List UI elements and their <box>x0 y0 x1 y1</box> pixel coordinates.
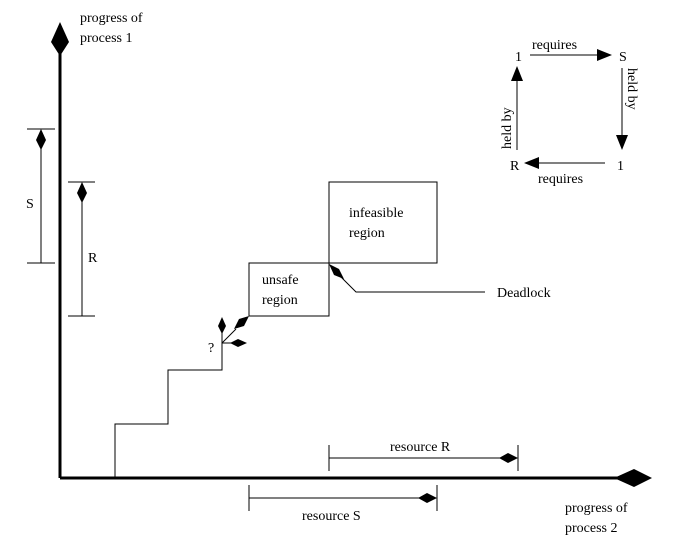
resource-s-label: resource S <box>302 509 361 524</box>
cycle-node-bottom-right: 1 <box>617 159 624 174</box>
cycle-edge-bottom-label: requires <box>538 172 583 187</box>
cycle-node-top-left: 1 <box>515 50 522 65</box>
x-axis-label-line1: progress of <box>565 501 628 516</box>
deadlock-label: Deadlock <box>497 286 551 301</box>
move-arrow-right <box>222 339 247 347</box>
cycle-edge-left-arrowhead <box>511 66 523 81</box>
y-axis-label-line1: progress of <box>80 11 143 26</box>
unsafe-region-box <box>248 262 330 317</box>
resource-s-span <box>248 485 438 511</box>
infeasible-region-label-line1: infeasible <box>349 206 403 221</box>
x-axis-arrowhead <box>614 469 652 487</box>
r-interval-marker <box>68 181 95 317</box>
move-arrow-up <box>218 317 226 343</box>
deadlock-pointer <box>329 264 485 293</box>
cycle-edge-left-label: held by <box>500 107 515 149</box>
s-interval-label: S <box>26 197 34 212</box>
unsafe-region-label-line2: region <box>262 293 298 308</box>
progress-staircase-path <box>114 343 223 478</box>
y-axis-label-line2: process 1 <box>80 31 133 46</box>
infeasible-region-label-line2: region <box>349 226 385 241</box>
infeasible-region-box <box>328 181 438 264</box>
cycle-edge-right-label: held by <box>624 68 639 110</box>
resource-r-label: resource R <box>390 440 451 455</box>
cycle-edge-right-arrowhead <box>616 135 628 150</box>
x-axis-label-line2: process 2 <box>565 521 618 536</box>
resource-r-span <box>328 445 519 471</box>
cycle-node-top-right: S <box>619 50 627 65</box>
wait-for-cycle: 1 S R 1 requires held by requires held b… <box>500 38 639 187</box>
question-mark-label: ? <box>208 341 214 356</box>
unsafe-region-label-line1: unsafe <box>262 273 299 288</box>
s-interval-marker <box>27 128 55 264</box>
r-interval-label: R <box>88 251 98 266</box>
cycle-node-bottom-left: R <box>510 159 520 174</box>
cycle-edge-top-label: requires <box>532 38 577 53</box>
cycle-edge-top-arrowhead <box>597 49 612 61</box>
cycle-edge-bottom-arrowhead <box>524 157 539 169</box>
y-axis-arrowhead <box>51 22 69 56</box>
move-arrow-diagonal <box>221 316 249 344</box>
